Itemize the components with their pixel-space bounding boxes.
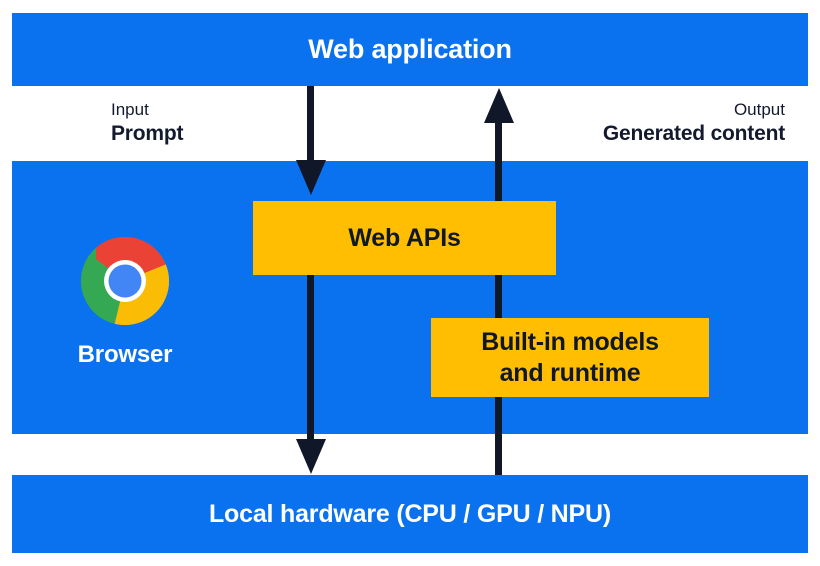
band-web-application-label: Web application <box>308 34 512 64</box>
arrow-stem <box>307 275 314 443</box>
box-builtin-models-label-line1: Built-in models <box>481 328 659 356</box>
box-web-apis-label: Web APIs <box>348 223 461 252</box>
browser-label: Browser <box>77 341 173 368</box>
box-web-apis: Web APIs <box>253 201 556 275</box>
arrow-head-up-icon <box>484 88 514 123</box>
arrow-head-down-icon <box>296 160 326 195</box>
box-builtin-models-and-runtime: Built-in models and runtime <box>431 318 709 397</box>
box-builtin-models-label: Built-in models and runtime <box>481 327 659 388</box>
caption-input: Input Prompt <box>111 99 184 148</box>
box-builtin-models-label-line2: and runtime <box>499 358 641 387</box>
band-local-hardware: Local hardware (CPU / GPU / NPU) <box>12 475 808 553</box>
arrow-head-down-icon <box>296 439 326 474</box>
band-local-hardware-label: Local hardware (CPU / GPU / NPU) <box>208 499 611 528</box>
caption-output: Output Generated content <box>603 99 785 148</box>
band-web-application: Web application <box>12 13 808 86</box>
output-value-label: Generated content <box>602 121 785 145</box>
chrome-logo <box>81 237 169 325</box>
arrow-stem <box>307 86 314 168</box>
input-value-label: Prompt <box>111 121 184 145</box>
arrow-stem <box>495 120 502 475</box>
output-kind-label: Output <box>733 100 785 119</box>
chrome-logo-svg <box>81 237 169 325</box>
input-kind-label: Input <box>111 100 149 119</box>
